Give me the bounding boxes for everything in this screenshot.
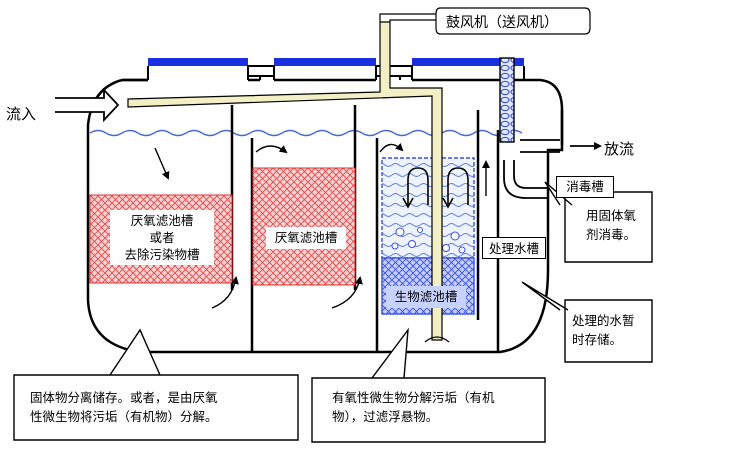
flow-arrows bbox=[154, 142, 490, 309]
disinfect-callout-line-1: 用固体氧 bbox=[586, 208, 637, 223]
blower-bubble bbox=[435, 7, 591, 35]
storage-callout-line-2: 时存储。 bbox=[572, 332, 623, 347]
discharge-label: 放流 bbox=[604, 140, 635, 158]
callout-bubbles bbox=[13, 181, 653, 443]
solids-callout-line-2: 性微生物将污垢（有机物）分解。 bbox=[30, 409, 218, 424]
anaerobic-tank-1-line-3: 去除污染物槽 bbox=[124, 247, 200, 262]
aerobic-callout-line-2: 物），过滤浮悬物。 bbox=[332, 409, 439, 424]
disinfectant-cylinder bbox=[499, 57, 515, 143]
aerobic-callout: 有氧性微生物分解污垢（有机 物），过滤浮悬物。 bbox=[332, 388, 495, 426]
anaerobic-tank-1-label: 厌氧滤池槽 或者 去除污染物槽 bbox=[110, 210, 214, 265]
discharge-pipe bbox=[503, 139, 602, 199]
solids-callout: 固体物分离储存。或者，是由厌氧 性微生物将污垢（有机物）分解。 bbox=[30, 388, 218, 426]
bio-filter-tank-label: 生物滤池槽 bbox=[386, 286, 466, 308]
inflow-pipe bbox=[55, 87, 120, 123]
inflow-label: 流入 bbox=[6, 105, 37, 123]
anaerobic-tank-2-label: 厌氧滤池槽 bbox=[266, 227, 346, 249]
solids-callout-line-1: 固体物分离储存。或者，是由厌氧 bbox=[30, 390, 218, 405]
blower-label: 鼓风机（送风机） bbox=[446, 15, 558, 31]
anaerobic-tank-1-line-1: 厌氧滤池槽 bbox=[130, 213, 194, 228]
disinfect-callout: 用固体氧 剂消毒。 bbox=[586, 206, 636, 244]
air-pipe bbox=[127, 13, 450, 343]
storage-callout-line-1: 处理的水暂 bbox=[572, 313, 635, 328]
aerobic-callout-line-1: 有氧性微生物分解污垢（有机 bbox=[332, 390, 495, 405]
disinfect-callout-line-2: 剂消毒。 bbox=[586, 227, 637, 242]
disinfection-tank-label: 消毒槽 bbox=[556, 176, 614, 198]
anaerobic-filter-2 bbox=[252, 167, 356, 286]
storage-callout: 处理的水暂 时存储。 bbox=[572, 311, 635, 349]
tank-lids bbox=[147, 58, 525, 80]
anaerobic-tank-1-line-2: 或者 bbox=[149, 230, 175, 245]
water-surface bbox=[89, 129, 523, 137]
treated-water-tank-label: 处理水槽 bbox=[482, 237, 546, 259]
